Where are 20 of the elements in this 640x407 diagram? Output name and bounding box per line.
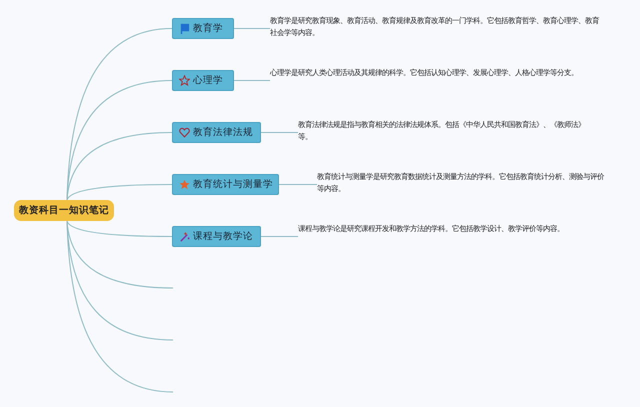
- connector-line: [260, 132, 298, 133]
- connector-line: [66, 184, 172, 200]
- central-topic: 教资科目一知识笔记: [14, 200, 114, 221]
- topic-box: [172, 226, 261, 247]
- topic-box: [172, 70, 234, 91]
- connector-line: [66, 220, 172, 237]
- connector-line: [66, 220, 174, 392]
- topic-label: 课程与教学论: [193, 230, 253, 243]
- topic-box: [172, 18, 234, 39]
- connector-line: [234, 80, 270, 81]
- topic-box: [172, 174, 279, 195]
- connector-line: [66, 132, 172, 200]
- topic-label: 教育学: [193, 22, 223, 35]
- connector-line: [234, 28, 270, 29]
- topic-box: [172, 122, 261, 143]
- topic-label: 教育法律法规: [193, 126, 253, 139]
- connector-line: [278, 184, 318, 185]
- topic-label: 教育统计与测量学: [193, 178, 273, 191]
- connector-line: [260, 236, 298, 237]
- topic-label: 心理学: [193, 74, 223, 87]
